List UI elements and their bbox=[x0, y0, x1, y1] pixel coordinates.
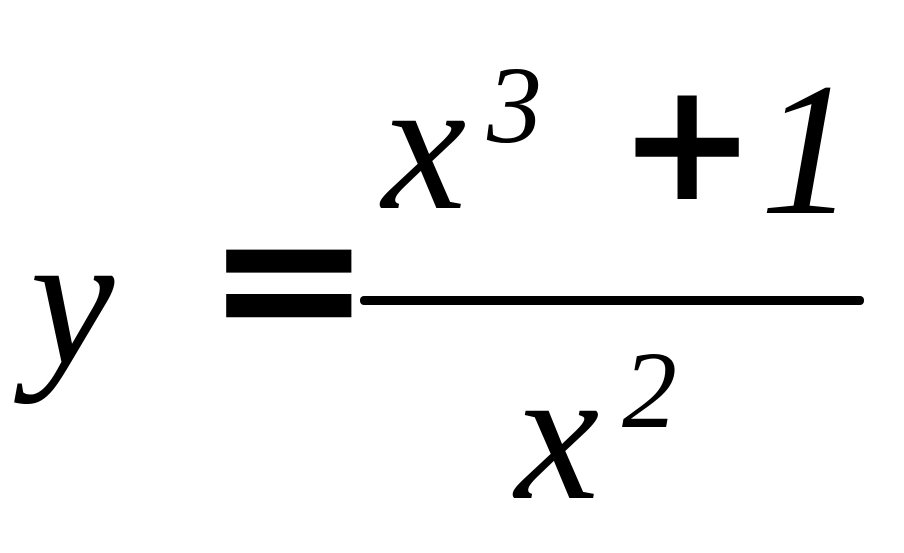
numerator-constant: 1 bbox=[760, 45, 855, 255]
denominator-exponent: 2 bbox=[622, 329, 677, 451]
equals-sign: = bbox=[205, 161, 373, 394]
numerator-exponent: 3 bbox=[487, 44, 542, 166]
fraction-bar bbox=[360, 296, 864, 305]
plus-operator: + bbox=[618, 46, 757, 238]
formula-lhs-variable: y bbox=[30, 195, 115, 405]
numerator-base-variable: x bbox=[382, 40, 467, 250]
denominator-base-variable: x bbox=[515, 330, 600, 540]
